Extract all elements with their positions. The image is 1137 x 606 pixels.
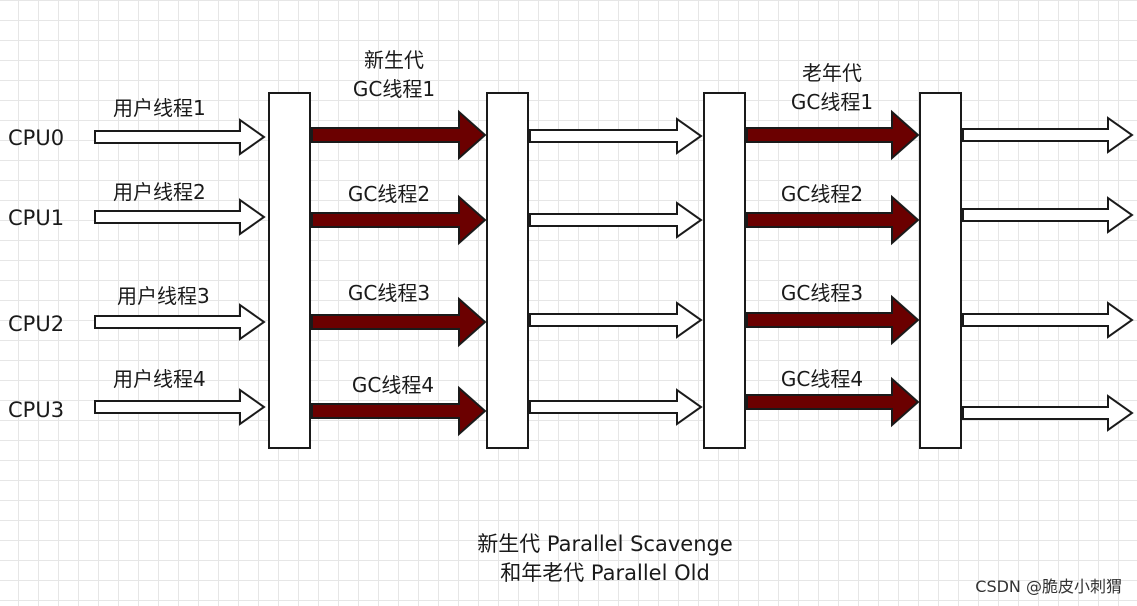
- mid-user-arrow-4: [529, 388, 703, 426]
- caption-line-1: 新生代 Parallel Scavenge: [477, 532, 733, 556]
- mid-user-arrow-2: [529, 201, 703, 239]
- user-thread-label-2: 用户线程2: [113, 180, 206, 204]
- old-gc-thread-label-1: GC线程1: [791, 90, 873, 114]
- old-gc-thread-label-2: GC线程2: [781, 182, 863, 206]
- end-user-arrow-2: [962, 196, 1134, 234]
- caption-line-2: 和年老代 Parallel Old: [500, 561, 710, 585]
- user-thread-label-3: 用户线程3: [117, 284, 210, 308]
- young-gc-thread-label-3: GC线程3: [348, 281, 430, 305]
- safepoint-bar-2: [486, 92, 529, 449]
- young-gc-thread-label-1: GC线程1: [353, 77, 435, 101]
- user-thread-arrow-4: [94, 388, 266, 426]
- young-gc-arrow-3: [311, 296, 487, 348]
- young-gc-thread-label-2: GC线程2: [348, 182, 430, 206]
- user-thread-arrow-3: [94, 303, 266, 341]
- safepoint-bar-4: [919, 92, 962, 449]
- old-gc-thread-label-3: GC线程3: [781, 281, 863, 305]
- young-gc-thread-label-4: GC线程4: [352, 373, 434, 397]
- safepoint-bar-1: [268, 92, 311, 449]
- old-gc-arrow-1: [746, 109, 920, 161]
- old-gc-arrow-2: [746, 194, 920, 246]
- mid-user-arrow-3: [529, 301, 703, 339]
- old-phase-title: 老年代: [802, 61, 862, 85]
- end-user-arrow-1: [962, 116, 1134, 154]
- young-gc-arrow-1: [311, 109, 487, 161]
- cpu-label-0: CPU0: [8, 126, 64, 150]
- user-thread-label-1: 用户线程1: [113, 96, 206, 120]
- arrow-layer: [94, 109, 1134, 437]
- user-thread-label-4: 用户线程4: [113, 367, 206, 391]
- end-user-arrow-4: [962, 394, 1134, 432]
- cpu-label-3: CPU3: [8, 398, 64, 422]
- watermark-text: CSDN @脆皮小刺猬: [975, 577, 1122, 596]
- old-gc-thread-label-4: GC线程4: [781, 367, 863, 391]
- user-thread-arrow-1: [94, 118, 266, 156]
- young-gc-arrow-4: [311, 385, 487, 437]
- safepoint-bar-3: [703, 92, 746, 449]
- young-phase-title: 新生代: [364, 48, 424, 72]
- cpu-label-1: CPU1: [8, 206, 64, 230]
- old-gc-arrow-3: [746, 294, 920, 346]
- cpu-label-2: CPU2: [8, 312, 64, 336]
- user-thread-arrow-2: [94, 198, 266, 236]
- end-user-arrow-3: [962, 301, 1134, 339]
- mid-user-arrow-1: [529, 117, 703, 155]
- old-gc-arrow-4: [746, 376, 920, 428]
- young-gc-arrow-2: [311, 194, 487, 246]
